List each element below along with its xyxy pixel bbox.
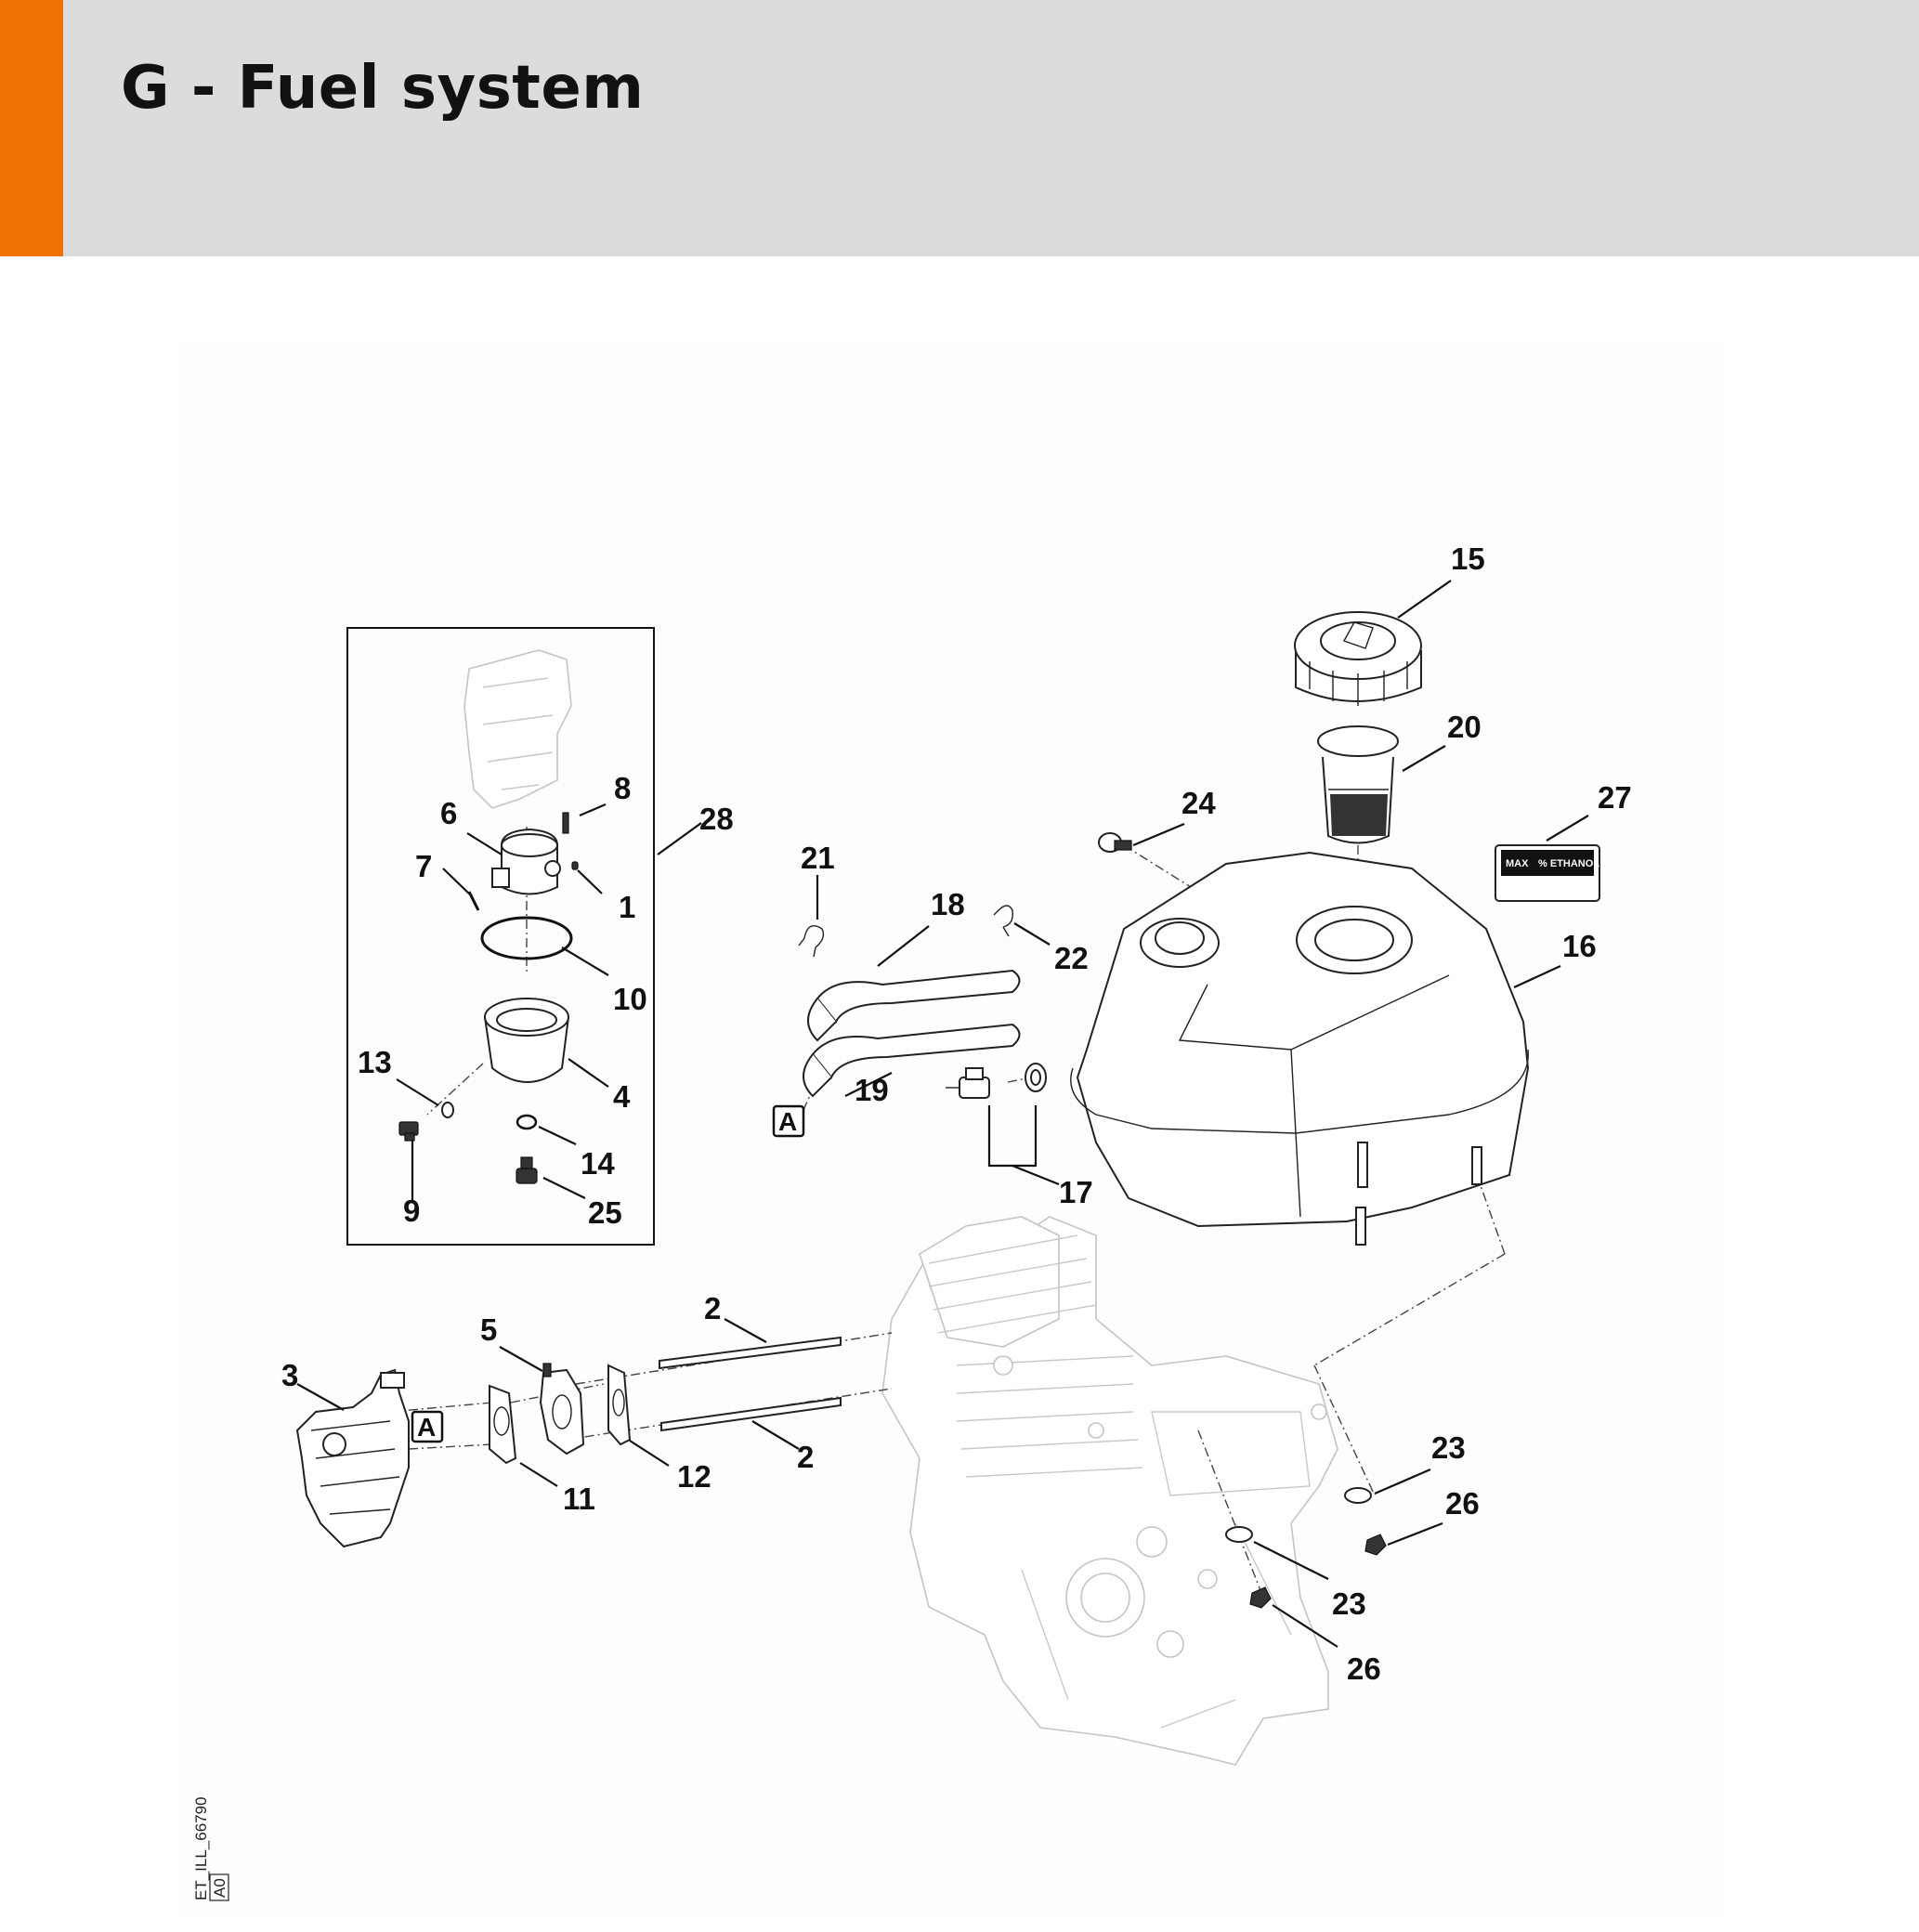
fuel-tank[interactable] [1070,851,1530,1246]
callout-7: 7 [415,849,432,883]
callout-13: 13 [358,1045,392,1079]
callout-27: 27 [1598,780,1632,815]
studs-2[interactable] [659,1336,842,1432]
hose-clamps[interactable] [798,905,1013,958]
page-title: G - Fuel system [121,54,645,123]
svg-text:A: A [778,1107,797,1136]
callout-22: 22 [1054,941,1089,975]
callout-19: 19 [855,1073,889,1107]
fuel-valve[interactable] [946,1063,1047,1099]
ethanol-label: MAX % ETHANOL [1495,844,1600,902]
callout-9: 9 [403,1194,420,1228]
carburetor-assembly[interactable] [295,1368,410,1548]
ethanol-label-max: MAX [1506,858,1529,869]
reference-mark-a-2: A [411,1410,444,1443]
callout-21: 21 [801,841,835,875]
header-band [0,0,1919,256]
drawing-code-id: ET_ILL_66790 [192,1796,210,1900]
carburetor-kit-box [346,627,655,1246]
callout-12: 12 [677,1459,711,1494]
svg-text:A: A [417,1413,436,1442]
callout-23-upper: 23 [1431,1430,1466,1465]
drawing-code-rev: A0 [211,1878,228,1898]
callout-labels: 15 20 27 24 16 21 18 22 19 17 28 8 6 7 1… [281,542,1632,1686]
callout-26-lower: 26 [1347,1651,1381,1686]
callout-17: 17 [1059,1175,1093,1209]
leader-lines [296,580,1589,1648]
callout-16: 16 [1562,929,1597,963]
callout-3: 3 [281,1358,298,1392]
accent-bar [0,0,63,256]
fuel-filter[interactable] [1317,725,1399,844]
callout-26-upper: 26 [1445,1486,1480,1521]
reference-mark-a-1: A [772,1104,805,1138]
callout-25: 25 [588,1195,622,1230]
drawing-code: ET_ILL_66790 A0 [192,1796,229,1901]
gasket-12[interactable] [607,1364,632,1446]
callout-5: 5 [480,1312,497,1347]
callout-2-upper: 2 [704,1291,721,1325]
fuel-lines[interactable] [803,969,1021,1098]
callout-20: 20 [1447,710,1482,744]
callout-1: 1 [619,890,635,924]
callout-14: 14 [581,1146,615,1181]
callout-15: 15 [1451,542,1485,576]
fuel-cap[interactable] [1294,611,1422,706]
callout-4: 4 [613,1079,631,1114]
callout-6: 6 [440,796,457,830]
callout-11: 11 [563,1482,595,1516]
callout-2-lower: 2 [797,1440,814,1474]
gasket-11[interactable] [489,1384,517,1465]
callout-18: 18 [931,887,965,921]
callout-23-lower: 23 [1332,1586,1366,1621]
callout-28: 28 [699,802,734,836]
callout-10: 10 [613,982,647,1016]
callout-24: 24 [1181,786,1216,820]
tank-screw[interactable] [1098,832,1132,853]
washers-nuts[interactable] [1225,1487,1387,1609]
engine-block [881,1216,1338,1766]
ethanol-label-ethanol: % ETHANOL [1538,858,1599,869]
insulator-5[interactable] [539,1363,585,1456]
callout-8: 8 [614,771,631,805]
